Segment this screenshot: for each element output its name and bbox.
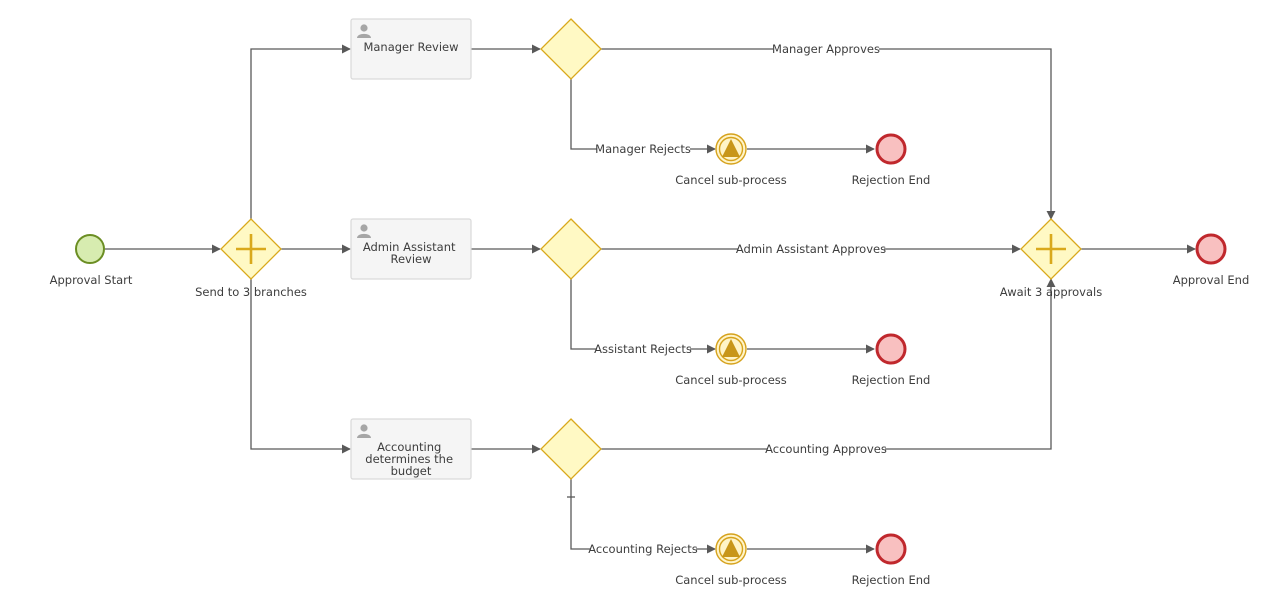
task-manager-review[interactable]: Manager Review bbox=[350, 18, 472, 80]
parallel-plus-icon bbox=[236, 234, 266, 264]
parallel-plus-icon bbox=[1036, 234, 1066, 264]
flow-manager-approves[interactable] bbox=[601, 48, 1056, 220]
user-icon bbox=[357, 424, 371, 438]
cancel-event-assistant[interactable] bbox=[715, 333, 747, 365]
user-icon bbox=[357, 224, 371, 238]
reject-label-manager: Manager Rejects bbox=[595, 142, 691, 156]
rejection-end-event-assistant[interactable] bbox=[875, 333, 907, 365]
rejection-end-label-assistant: Rejection End bbox=[852, 373, 931, 387]
split-parallel-gateway[interactable] bbox=[220, 218, 282, 280]
flow-accounting-rejects[interactable] bbox=[570, 479, 716, 554]
cancel-label-assistant: Cancel sub-process bbox=[675, 373, 787, 387]
rejection-end-event-accounting[interactable] bbox=[875, 533, 907, 565]
decision-gateway-admin[interactable] bbox=[540, 218, 602, 280]
approve-label-text-manager: Manager Approves bbox=[772, 42, 880, 56]
reject-label-accounting: Accounting Rejects bbox=[588, 542, 698, 556]
rejection-end-event-manager[interactable] bbox=[875, 133, 907, 165]
task-accounting-budget[interactable]: Accounting determines the budget bbox=[350, 418, 472, 480]
cancel-triangle-icon bbox=[722, 539, 740, 557]
decision-gateway-accounting[interactable] bbox=[540, 418, 602, 480]
approval-end-label: Approval End bbox=[1173, 273, 1250, 287]
task-admin-assistant-review-label: Admin Assistant Review bbox=[363, 240, 459, 266]
cancel-triangle-icon bbox=[722, 139, 740, 157]
approve-label-manager: Manager Approves bbox=[772, 42, 880, 56]
cancel-triangle-icon bbox=[722, 339, 740, 357]
approve-label-text-accounting: Accounting Approves bbox=[765, 442, 887, 456]
reject-label-text-accounting: Accounting Rejects bbox=[588, 542, 698, 556]
approve-label-accounting: Accounting Approves bbox=[765, 442, 887, 456]
cancel-label-manager: Cancel sub-process bbox=[675, 173, 787, 187]
flow-assistant-rejects[interactable] bbox=[570, 279, 716, 354]
approve-label-text-admin: Admin Assistant Approves bbox=[736, 242, 886, 256]
flow-accounting-approves[interactable] bbox=[601, 278, 1056, 450]
cancel-event-manager[interactable] bbox=[715, 133, 747, 165]
reject-label-text-assistant: Assistant Rejects bbox=[594, 342, 692, 356]
reject-label-assistant: Assistant Rejects bbox=[594, 342, 692, 356]
join-gateway-label: Await 3 approvals bbox=[1000, 285, 1102, 299]
flow-split-to-manager-review[interactable] bbox=[250, 44, 351, 219]
flow-manager-rejects[interactable] bbox=[570, 79, 716, 154]
split-gateway-label: Send to 3 branches bbox=[195, 285, 307, 299]
approval-start-event[interactable] bbox=[75, 234, 105, 264]
join-parallel-gateway[interactable] bbox=[1020, 218, 1082, 280]
task-manager-review-label: Manager Review bbox=[363, 40, 458, 54]
task-accounting-budget-label: Accounting determines the budget bbox=[365, 440, 456, 478]
flow-split-to-accounting[interactable] bbox=[250, 279, 351, 454]
connectors bbox=[105, 44, 1196, 554]
rejection-end-label-accounting: Rejection End bbox=[852, 573, 931, 587]
approval-start-label: Approval Start bbox=[50, 273, 133, 287]
user-icon bbox=[357, 24, 371, 38]
flow-labels: Manager Approves Admin Assistant Approve… bbox=[588, 42, 887, 556]
reject-label-text-manager: Manager Rejects bbox=[595, 142, 691, 156]
approve-label-admin: Admin Assistant Approves bbox=[736, 242, 886, 256]
cancel-label-accounting: Cancel sub-process bbox=[675, 573, 787, 587]
cancel-event-accounting[interactable] bbox=[715, 533, 747, 565]
decision-gateway-manager[interactable] bbox=[540, 18, 602, 80]
rejection-end-label-manager: Rejection End bbox=[852, 173, 931, 187]
approval-end-event[interactable] bbox=[1195, 233, 1227, 265]
task-admin-assistant-review[interactable]: Admin Assistant Review bbox=[350, 218, 472, 280]
